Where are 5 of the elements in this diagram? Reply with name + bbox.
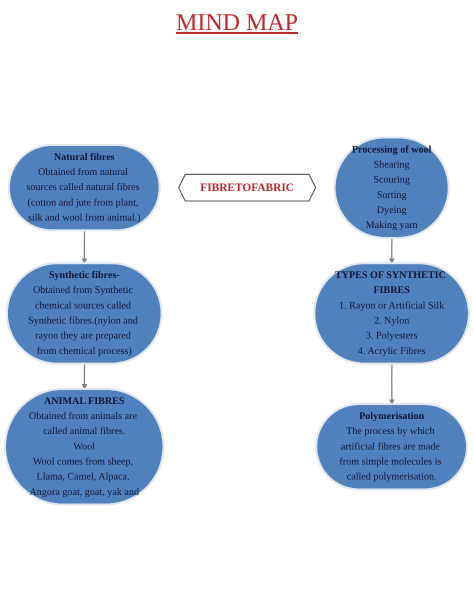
- title: MIND MAP: [174, 10, 299, 37]
- arrow: [82, 364, 88, 390]
- arrow: [389, 364, 395, 405]
- arrow: [389, 238, 395, 264]
- arrow: [82, 230, 88, 264]
